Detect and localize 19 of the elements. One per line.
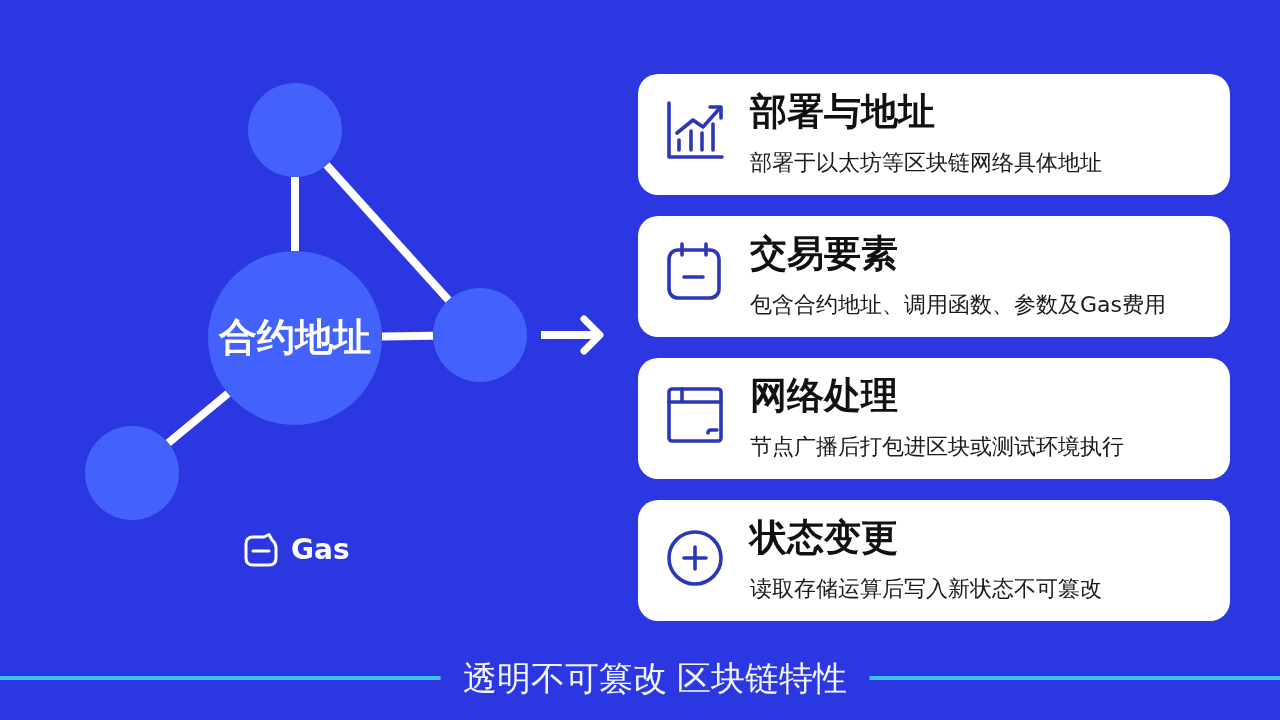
card-text: 部署于以太坊等区块链网络具体地址 [750,149,1102,177]
connector-line [291,177,299,251]
connector-line [165,390,231,447]
node-label: 合约地址 [219,315,371,361]
info-card [638,74,1230,195]
info-card [638,216,1230,337]
card-title: 网络处理 [750,374,898,419]
label-text: Gas [291,532,350,568]
caption-text: 透明不可篡改 区块链特性 [462,657,848,699]
card-title: 状态变更 [750,516,898,561]
info-card [638,358,1230,479]
card-title: 部署与地址 [750,90,935,135]
card-text: 包含合约地址、调用函数、参数及Gas费用 [750,291,1166,319]
connector-line [323,162,452,303]
card-title: 交易要素 [750,232,898,277]
info-card [638,500,1230,621]
card-text: 节点广播后打包进区块或测试环境执行 [750,433,1124,461]
connector-line [381,331,434,341]
card-text: 读取存储运算后写入新状态不可篡改 [750,575,1102,603]
